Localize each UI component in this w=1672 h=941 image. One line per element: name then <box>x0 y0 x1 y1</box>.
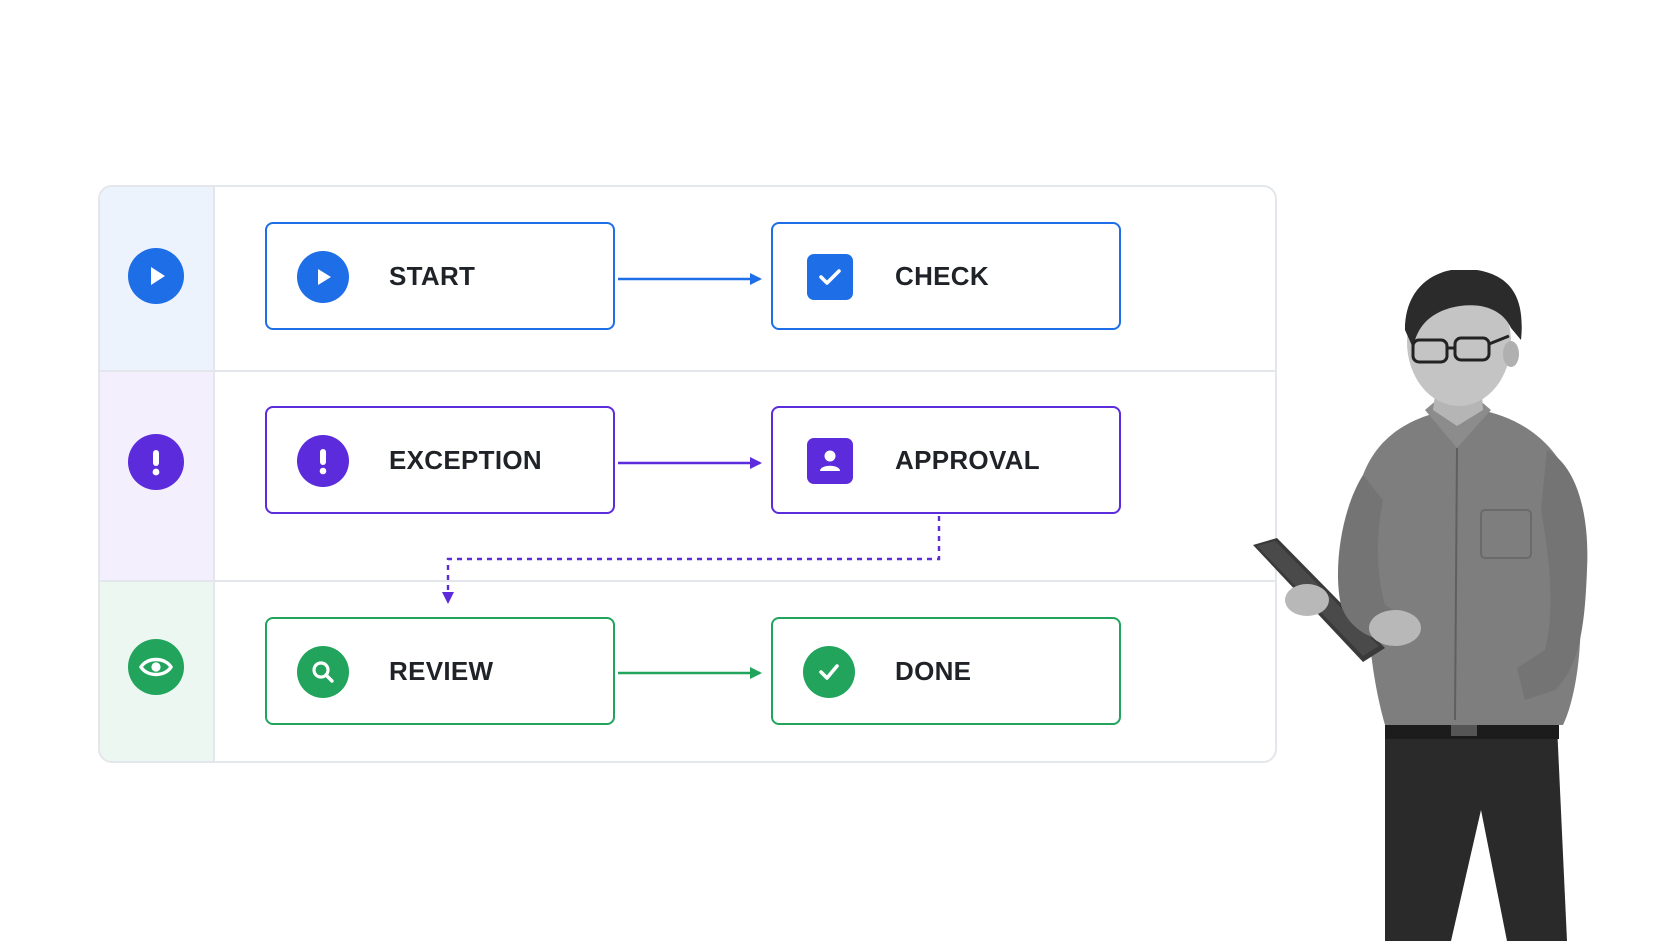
node-check[interactable]: CHECK <box>771 222 1121 330</box>
person-with-tablet-illustration <box>1253 270 1588 941</box>
node-done[interactable]: DONE <box>771 617 1121 725</box>
node-label: DONE <box>895 655 972 686</box>
play-icon <box>297 251 349 303</box>
exclamation-icon <box>128 434 184 490</box>
node-label: START <box>389 260 476 291</box>
node-label: CHECK <box>895 260 989 291</box>
node-label: EXCEPTION <box>389 444 542 475</box>
play-icon <box>128 248 184 304</box>
exclamation-icon <box>297 435 349 487</box>
lane-header-exception <box>100 372 215 580</box>
node-label: APPROVAL <box>895 444 1040 475</box>
node-exception[interactable]: EXCEPTION <box>265 406 615 514</box>
lane-divider <box>100 580 1275 582</box>
checkbox-icon <box>807 254 853 300</box>
user-icon <box>807 438 853 484</box>
node-label: REVIEW <box>389 655 494 686</box>
lane-divider <box>100 370 1275 372</box>
lane-header-start <box>100 187 215 370</box>
lane-header-review <box>100 582 215 761</box>
node-start[interactable]: START <box>265 222 615 330</box>
search-icon <box>297 646 349 698</box>
node-review[interactable]: REVIEW <box>265 617 615 725</box>
eye-icon <box>128 639 184 695</box>
node-approval[interactable]: APPROVAL <box>771 406 1121 514</box>
check-circle-icon <box>803 646 855 698</box>
